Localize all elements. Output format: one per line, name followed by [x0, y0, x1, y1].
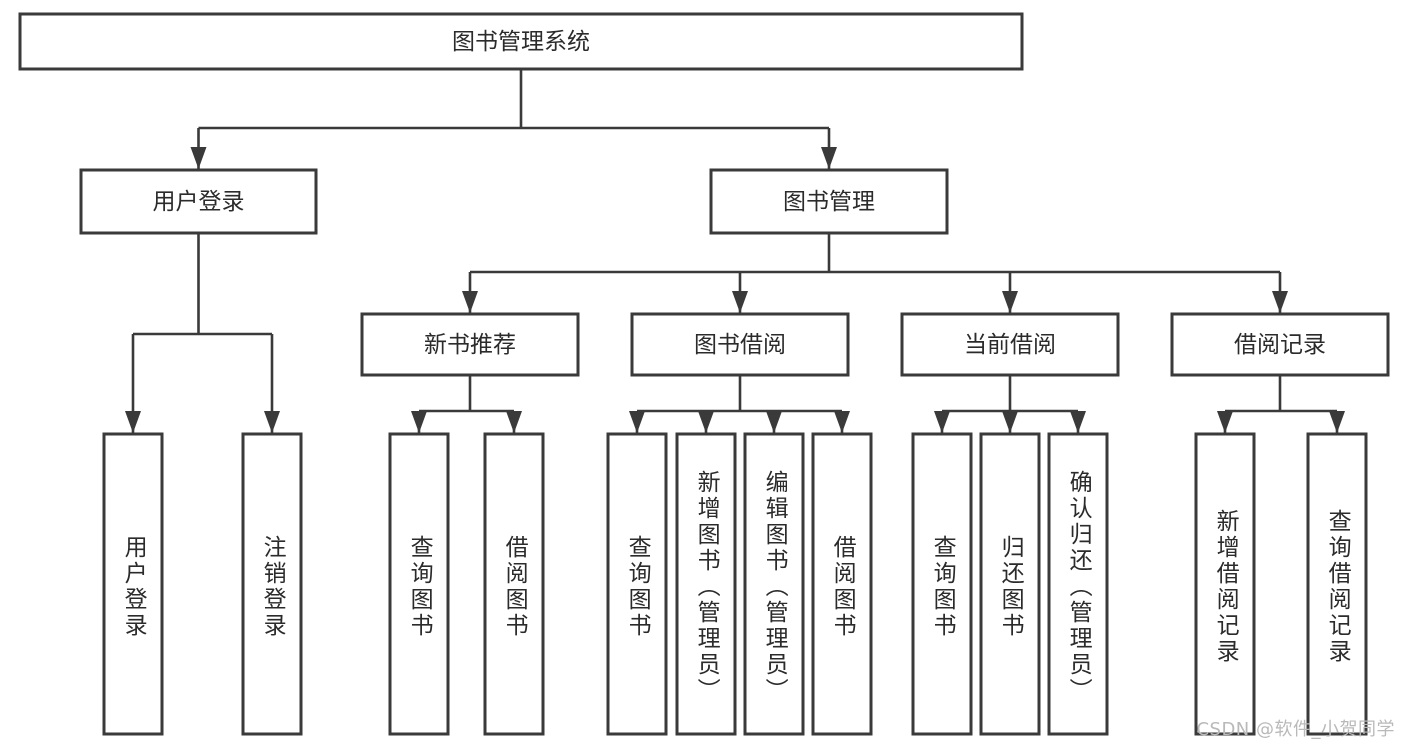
arrow-head-icon	[125, 411, 141, 433]
node-leaf-return-book[interactable]	[979, 432, 1041, 736]
node-leaf-logout[interactable]	[241, 432, 303, 736]
node-root[interactable]	[18, 12, 1024, 71]
connector-layer	[125, 69, 1345, 433]
arrow-head-icon	[732, 291, 748, 313]
node-user-login[interactable]	[79, 168, 318, 235]
node-leaf-user-login[interactable]	[102, 432, 164, 736]
node-book-management[interactable]	[709, 168, 949, 235]
arrow-head-icon	[629, 411, 645, 433]
arrow-head-icon	[462, 291, 478, 313]
node-leaf-query-book-borrow[interactable]	[606, 432, 668, 736]
arrow-head-icon	[1070, 411, 1086, 433]
node-borrow-record-label: 借阅记录	[1234, 332, 1326, 358]
node-leaf-borrow-book-recommend[interactable]	[483, 432, 545, 736]
node-leaf-add-borrow-record[interactable]	[1194, 432, 1256, 736]
node-borrow-record[interactable]	[1170, 312, 1390, 377]
node-new-book-recommend[interactable]	[360, 312, 580, 377]
node-book-borrow-label: 图书借阅	[694, 332, 786, 358]
arrow-head-icon	[1217, 411, 1233, 433]
arrow-head-icon	[1329, 411, 1345, 433]
arrow-head-icon	[1002, 411, 1018, 433]
node-leaf-borrow-book[interactable]	[811, 432, 873, 736]
arrow-head-icon	[766, 411, 782, 433]
node-box-layer	[18, 12, 1390, 736]
arrow-head-icon	[934, 411, 950, 433]
node-leaf-confirm-return-admin[interactable]	[1047, 432, 1109, 736]
watermark-text: CSDN @软件_小贺同学	[1196, 719, 1395, 740]
node-root-label: 图书管理系统	[452, 29, 590, 55]
arrow-head-icon	[821, 147, 837, 169]
node-new-book-recommend-label: 新书推荐	[424, 332, 516, 358]
node-leaf-add-book-admin[interactable]	[675, 432, 737, 736]
node-leaf-query-book-recommend[interactable]	[388, 432, 450, 736]
node-leaf-query-book-current[interactable]	[911, 432, 973, 736]
arrow-head-icon	[411, 411, 427, 433]
arrow-head-icon	[1002, 291, 1018, 313]
node-book-management-label: 图书管理	[783, 189, 875, 215]
node-current-borrow[interactable]	[900, 312, 1120, 377]
arrow-head-icon	[264, 411, 280, 433]
node-leaf-edit-book-admin[interactable]	[743, 432, 805, 736]
node-book-borrow[interactable]	[630, 312, 850, 377]
arrow-head-icon	[190, 147, 207, 169]
arrow-head-icon	[834, 411, 850, 433]
node-leaf-query-borrow-record[interactable]	[1306, 432, 1368, 736]
arrow-head-icon	[1272, 291, 1288, 313]
node-user-login-label: 用户登录	[153, 189, 245, 215]
node-current-borrow-label: 当前借阅	[964, 332, 1056, 358]
arrow-head-icon	[506, 411, 522, 433]
arrow-head-icon	[698, 411, 714, 433]
